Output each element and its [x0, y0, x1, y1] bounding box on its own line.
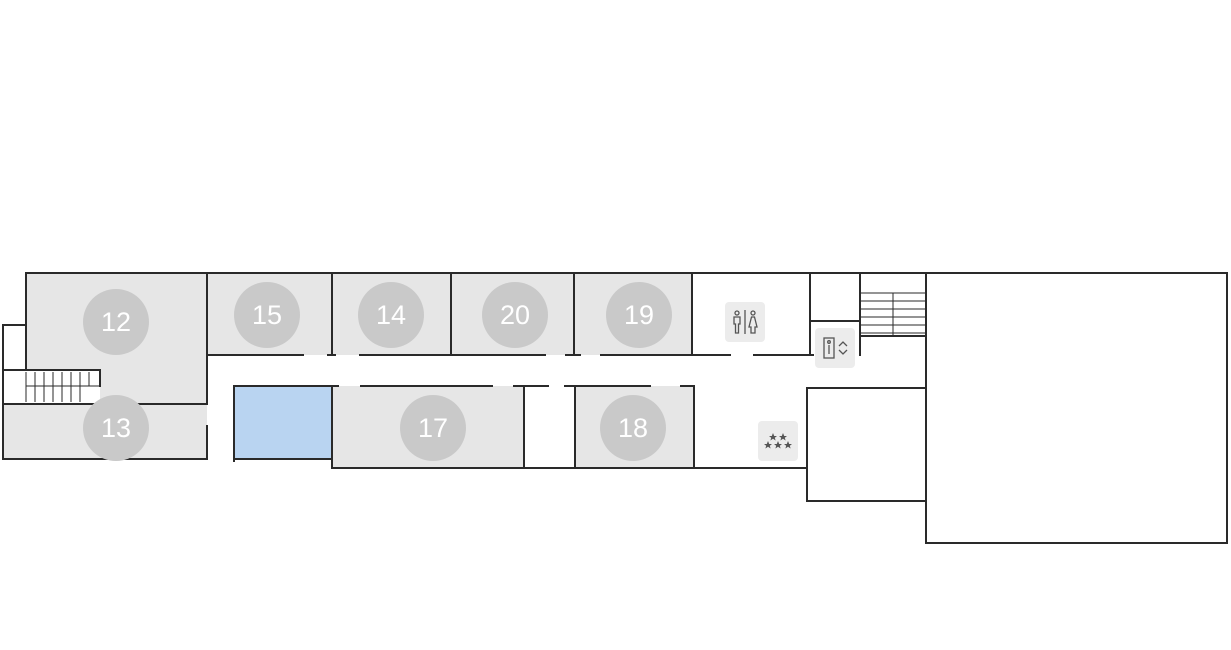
walls [2, 272, 1228, 544]
room-badge-20[interactable]: 20 [482, 282, 548, 348]
room-label-14: 14 [376, 300, 406, 330]
stars-icon[interactable] [758, 421, 798, 461]
stairs-right [860, 292, 926, 336]
room-label-18: 18 [618, 413, 648, 443]
elevator-icon[interactable] [815, 328, 855, 368]
room-label-15: 15 [252, 300, 282, 330]
restroom-icon[interactable] [725, 302, 765, 342]
room-badge-15[interactable]: 15 [234, 282, 300, 348]
room-badge-19[interactable]: 19 [606, 282, 672, 348]
room-badge-18[interactable]: 18 [600, 395, 666, 461]
room-fills [3, 273, 694, 468]
room-badge-12[interactable]: 12 [83, 289, 149, 355]
room-label-20: 20 [500, 300, 530, 330]
highlighted-room-area[interactable] [234, 386, 332, 459]
room-badge-17[interactable]: 17 [400, 395, 466, 461]
stairs-left [25, 372, 100, 402]
room-badge-13[interactable]: 13 [83, 395, 149, 461]
room-badge-14[interactable]: 14 [358, 282, 424, 348]
room-label-17: 17 [418, 413, 448, 443]
room-label-13: 13 [101, 413, 131, 443]
room-label-19: 19 [624, 300, 654, 330]
room-label-12: 12 [101, 307, 131, 337]
